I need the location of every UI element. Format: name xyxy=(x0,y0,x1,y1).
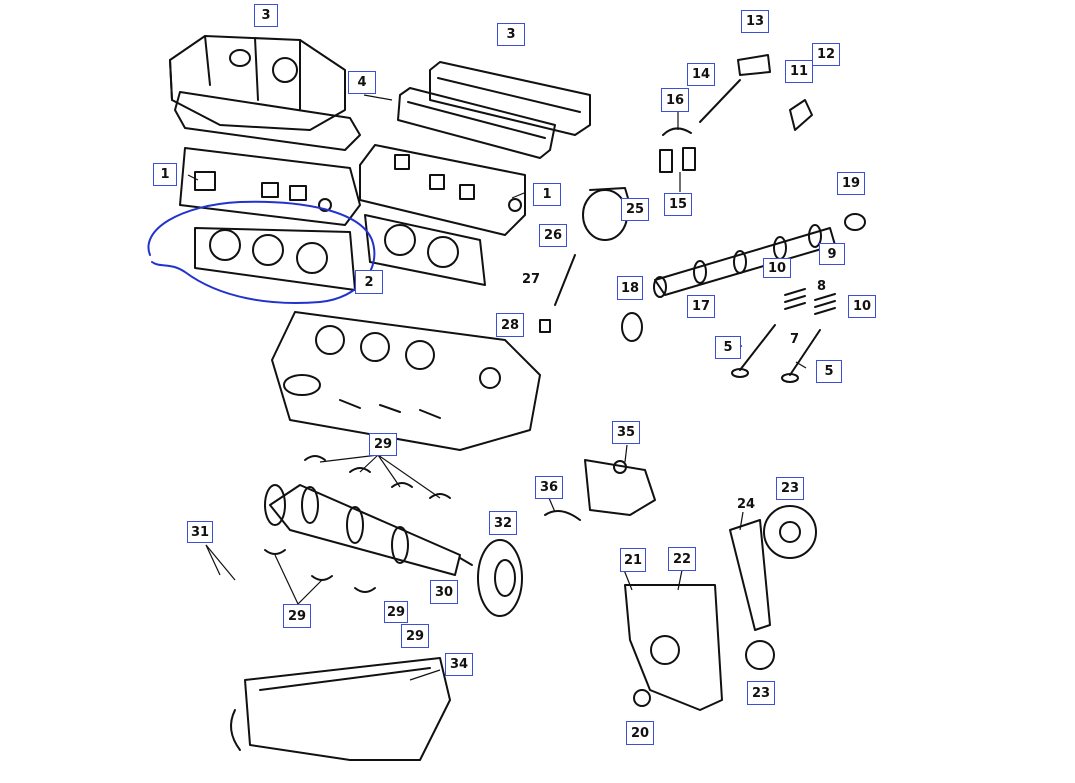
callout-2: 2 xyxy=(355,270,383,294)
bearings xyxy=(264,455,451,593)
cylinder-head-right xyxy=(359,144,526,236)
valves xyxy=(731,324,821,383)
callout-18: 18 xyxy=(617,276,643,300)
callout-29-bottom-mid: 29 xyxy=(384,601,408,623)
callout-4: 4 xyxy=(348,71,376,94)
callout-5-left: 5 xyxy=(715,336,741,359)
cylinder-head-left xyxy=(179,147,361,226)
label-27: 27 xyxy=(522,272,541,287)
callout-36: 36 xyxy=(535,476,563,499)
callout-13: 13 xyxy=(741,10,769,33)
callout-32: 32 xyxy=(489,511,517,535)
label-8: 8 xyxy=(817,279,827,294)
sender xyxy=(539,319,551,333)
callout-1-right: 1 xyxy=(533,183,561,206)
oil-pump xyxy=(544,459,656,521)
callout-29-bottom-right: 29 xyxy=(401,624,429,648)
rocker-assembly xyxy=(659,54,813,173)
callout-21: 21 xyxy=(620,548,646,572)
callout-3-left: 3 xyxy=(254,4,278,27)
head-gasket-left xyxy=(194,227,356,291)
cam-bearing-rear xyxy=(844,213,866,231)
timing-cover xyxy=(624,584,723,711)
callout-25: 25 xyxy=(621,198,649,221)
label-24: 24 xyxy=(737,497,756,512)
oil-pan xyxy=(230,657,451,761)
valve-cover-left xyxy=(169,35,361,151)
callout-17: 17 xyxy=(687,295,715,318)
callout-23-top: 23 xyxy=(776,477,804,500)
annotation-circle xyxy=(147,200,376,304)
leader-lines xyxy=(187,94,807,681)
valve-cover-right xyxy=(397,61,591,159)
callout-22: 22 xyxy=(668,547,696,571)
crankshaft xyxy=(264,484,473,576)
callout-3-right: 3 xyxy=(497,23,525,46)
callout-19: 19 xyxy=(837,172,865,195)
callout-35: 35 xyxy=(612,421,640,444)
callout-14: 14 xyxy=(687,63,715,86)
valve-springs xyxy=(784,288,836,315)
callout-31: 31 xyxy=(187,521,213,543)
vibration-damper xyxy=(477,539,523,617)
callout-12: 12 xyxy=(812,43,840,66)
callout-9: 9 xyxy=(819,243,845,265)
label-7: 7 xyxy=(790,332,800,347)
head-gasket-right xyxy=(364,214,486,286)
callout-29-top: 29 xyxy=(369,433,397,456)
callout-16: 16 xyxy=(661,88,689,112)
callout-23-bottom: 23 xyxy=(747,681,775,705)
callout-28: 28 xyxy=(496,313,524,337)
camshaft xyxy=(653,224,836,298)
callout-30: 30 xyxy=(430,580,458,604)
callout-10-left: 10 xyxy=(763,258,791,278)
callout-34: 34 xyxy=(445,653,473,676)
callout-15: 15 xyxy=(664,193,692,216)
callout-26: 26 xyxy=(539,224,567,247)
callout-10-right: 10 xyxy=(848,295,876,318)
timing-chain xyxy=(729,505,817,670)
fuel-line xyxy=(554,254,576,306)
callout-20: 20 xyxy=(626,721,654,745)
callout-29-bottom-left: 29 xyxy=(283,604,311,628)
callout-1-left: 1 xyxy=(153,163,177,186)
callout-11: 11 xyxy=(785,60,813,83)
callout-5-right: 5 xyxy=(816,360,842,383)
engine-block xyxy=(271,311,541,451)
cam-bearing-front xyxy=(621,312,643,342)
